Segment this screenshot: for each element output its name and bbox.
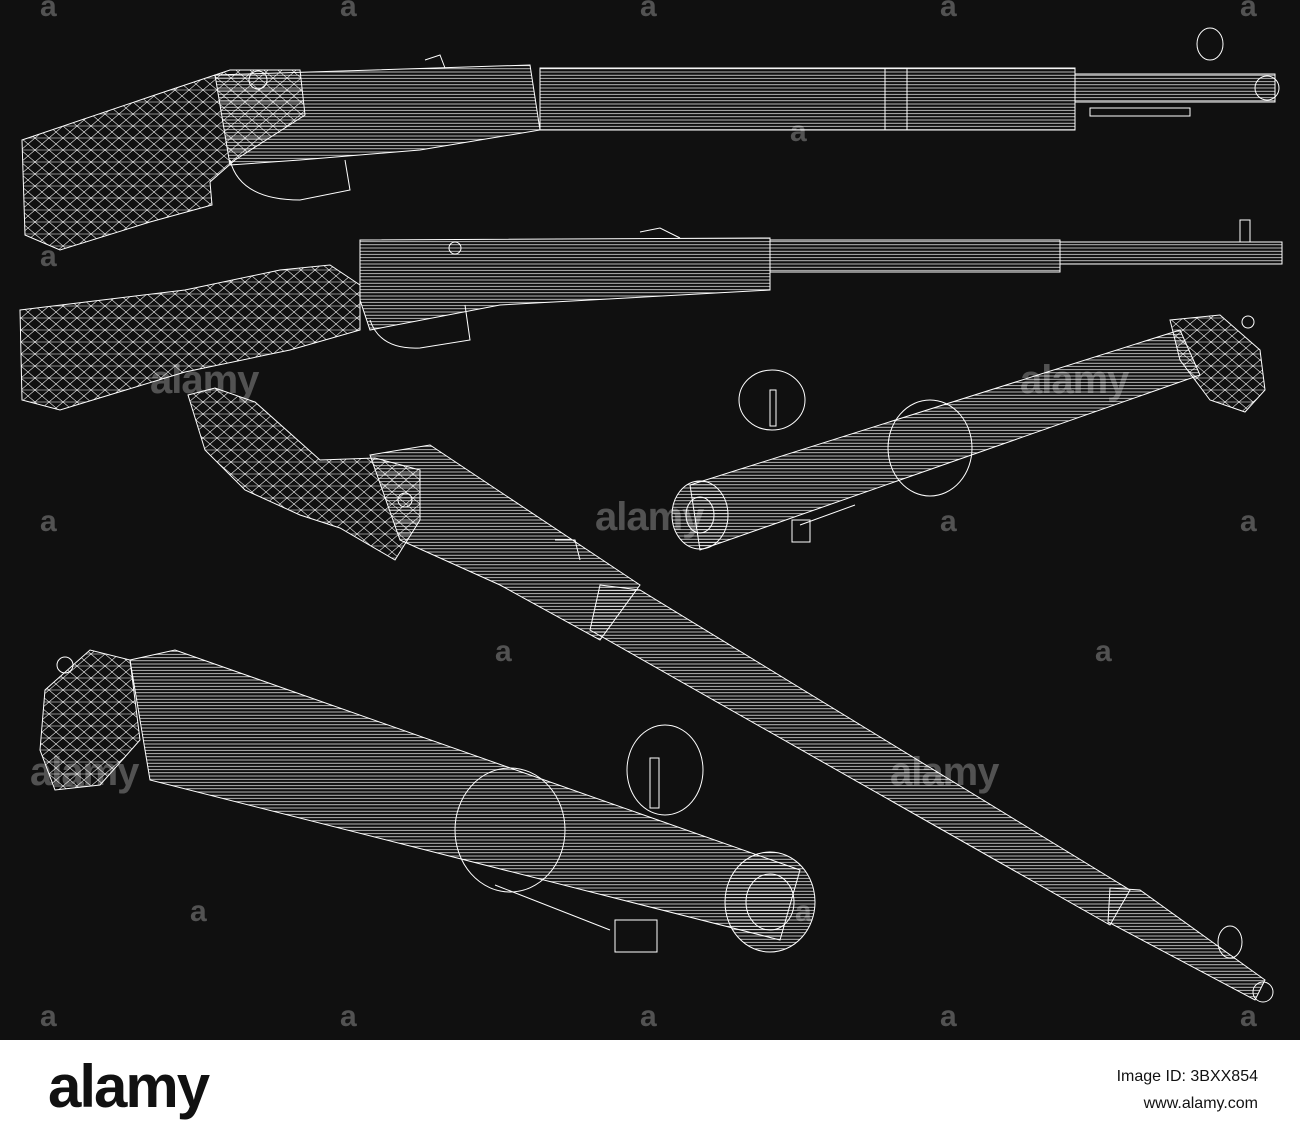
watermark-mark: a [190, 895, 207, 928]
rifle-perspective-left [39, 649, 816, 953]
watermark-mark: a [640, 1000, 657, 1033]
watermark-mark: a [640, 0, 657, 23]
watermark-text: alamy [1020, 358, 1129, 402]
watermark-text: alamy [30, 750, 139, 794]
footer-bar: alamy Image ID: 3BXX854 www.alamy.com [0, 1040, 1300, 1130]
image-canvas: alamy alamy alamy alamy alamy a a a a a … [0, 0, 1300, 1040]
rifle-top-barrel-shroud [539, 67, 1076, 131]
watermark-mark: a [790, 115, 807, 148]
watermark-text: alamy [890, 750, 999, 794]
watermark-text: alamy [150, 358, 259, 402]
rifle-right-stock-end [1169, 314, 1266, 413]
rifle-second-receiver [359, 237, 771, 331]
rifle-second-barrel [769, 239, 1061, 273]
watermark-mark: a [940, 1000, 957, 1033]
watermark-mark: a [40, 505, 57, 538]
rifle-diagonal-receiver [369, 444, 641, 641]
watermark-mark: a [940, 505, 957, 538]
rifle-right-front-sight [738, 369, 806, 431]
watermark-mark: a [40, 240, 57, 273]
rifle-left-muzzle [724, 851, 816, 953]
watermark-mark: a [1240, 0, 1257, 23]
rifle-top-trigger-guard [229, 159, 351, 201]
rifle-top-front-sight [1196, 27, 1224, 61]
watermark-mark: a [1240, 505, 1257, 538]
watermark-mark: a [340, 1000, 357, 1033]
rifle-top-receiver [214, 64, 541, 166]
image-id-label: Image ID: 3BXX854 [1116, 1068, 1258, 1085]
footer-url: www.alamy.com [1143, 1095, 1258, 1112]
rifle-second-trigger-guard [369, 304, 471, 349]
rifle-left-front-sight [626, 724, 704, 816]
rifle-left-stock-end [39, 649, 141, 791]
watermark-mark: a [40, 1000, 57, 1033]
watermark-mark: a [940, 0, 957, 23]
rifle-top [21, 27, 1280, 251]
watermark-text: alamy [595, 495, 704, 539]
rifle-second [19, 219, 1283, 411]
rifle-perspective-right [671, 314, 1266, 551]
rifle-wireframe-art [19, 27, 1283, 1003]
footer-logo: alamy [48, 1053, 210, 1120]
watermark-mark: a [1095, 635, 1112, 668]
watermark-mark: a [495, 635, 512, 668]
rifle-diagonal-front-sight [1217, 925, 1243, 959]
watermark-mark: a [340, 0, 357, 23]
watermark-mark: a [40, 0, 57, 23]
watermark-mark: a [795, 895, 812, 928]
rifle-right-muzzle [671, 480, 729, 550]
rifle-top-barrel [1074, 73, 1276, 103]
rifle-diagonal [187, 387, 1274, 1003]
rifle-second-stock [19, 264, 361, 411]
watermark-mark: a [1240, 1000, 1257, 1033]
